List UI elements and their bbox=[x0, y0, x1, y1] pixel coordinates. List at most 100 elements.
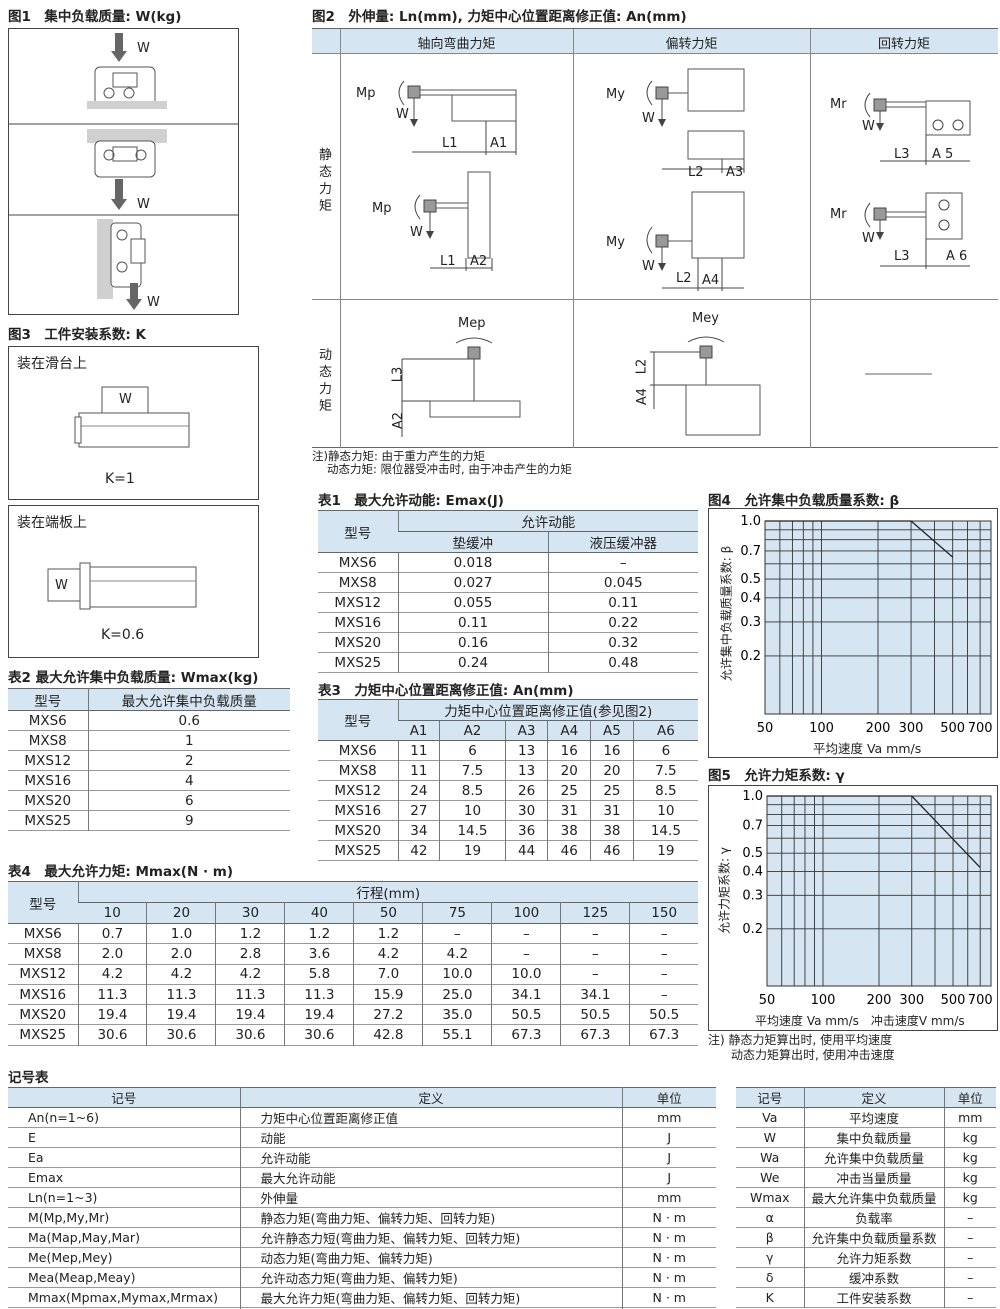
table3-cell: 38 bbox=[547, 820, 591, 841]
lbl-w-6: W bbox=[862, 231, 875, 246]
sym1-cell: 动能 bbox=[239, 1127, 622, 1148]
table4-cell: 19.4 bbox=[77, 1004, 147, 1025]
sym2-cell: 冲击当量质量 bbox=[803, 1167, 944, 1188]
sym1-cell: Ea bbox=[28, 1150, 44, 1165]
table3-cell: 31 bbox=[590, 800, 634, 821]
table4-cell: – bbox=[491, 943, 561, 965]
table4-h-group: 行程(mm) bbox=[77, 881, 698, 903]
table4-cell: 4.2 bbox=[422, 943, 492, 965]
sym1-cell: 冲击速度 bbox=[239, 1307, 622, 1309]
sym1-cell: mm bbox=[621, 1187, 716, 1208]
sym1-cell: 允许动能 bbox=[239, 1147, 622, 1168]
table4-cell: 1.2 bbox=[284, 923, 354, 944]
table3-cell: 27 bbox=[397, 800, 440, 821]
lbl-a3: A3 bbox=[726, 165, 744, 180]
table2-cell: MXS12 bbox=[24, 752, 72, 769]
table4-cell: 2.0 bbox=[146, 943, 216, 965]
fig3-w1: W bbox=[119, 392, 132, 407]
table3-cell: 11 bbox=[397, 760, 440, 781]
table4-cell: 11.3 bbox=[77, 984, 147, 1005]
fig4-ylabel: 允许集中负载质量系数: β bbox=[719, 545, 734, 682]
table4-cell: 1.2 bbox=[215, 923, 285, 944]
sym1-cell: 允许动态力矩(弯曲力矩、偏转力矩) bbox=[239, 1267, 622, 1288]
table1-cell: 0.055 bbox=[397, 592, 548, 613]
sym1-col-header: 记号 bbox=[8, 1087, 240, 1108]
table4-cell: 19.4 bbox=[146, 1004, 216, 1025]
table4-cell: – bbox=[560, 943, 630, 965]
sym1-cell: 外伸量 bbox=[239, 1187, 622, 1208]
table3-cell: 11 bbox=[397, 740, 440, 761]
lbl-my-1: My bbox=[606, 87, 625, 102]
sym2-cell: γ bbox=[766, 1250, 774, 1265]
table3-cell: 26 bbox=[504, 780, 548, 801]
sym2-cell: 允许集中负载质量系数 bbox=[803, 1227, 944, 1248]
table4-cell: 27.2 bbox=[353, 1004, 423, 1025]
table4-cell: – bbox=[629, 984, 698, 1005]
y-tick-label: 0.5 bbox=[740, 572, 761, 587]
sym2-cell: 允许集中负载质量 bbox=[803, 1147, 944, 1168]
series-line bbox=[765, 520, 954, 558]
table1-cell: MXS25 bbox=[334, 654, 382, 671]
fig3-panel-2: 装在端板上 W K=0.6 bbox=[8, 505, 259, 658]
sym1-row: V冲击速度mm/s bbox=[8, 1307, 716, 1309]
fig3-w2: W bbox=[55, 578, 68, 593]
table4-cell: MXS25 bbox=[19, 1027, 67, 1044]
sym2-cell: We bbox=[760, 1170, 780, 1185]
table4-cell: 10.0 bbox=[491, 964, 561, 985]
lbl-my-2: My bbox=[606, 235, 625, 250]
table1-cell: 0.32 bbox=[547, 632, 698, 653]
table1-cell: 0.11 bbox=[547, 592, 698, 613]
lbl-w-4: W bbox=[642, 259, 655, 274]
table3-cell: 25 bbox=[547, 780, 591, 801]
sym2-cell: kg bbox=[943, 1127, 996, 1148]
table4-cell: 3.6 bbox=[284, 943, 354, 965]
sym2-cell: – bbox=[943, 1287, 996, 1308]
lbl-a4-1: A4 bbox=[702, 273, 720, 288]
fig3-k2: K=0.6 bbox=[101, 627, 145, 643]
table1-cell: MXS12 bbox=[334, 594, 382, 611]
table3-h-group: 力矩中心位置距离修正值(参见图2) bbox=[397, 699, 698, 721]
table4-cell: 1.0 bbox=[146, 923, 216, 944]
sym2-col-header: 记号 bbox=[736, 1087, 804, 1108]
y-tick-label: 0.5 bbox=[742, 846, 763, 861]
table3-col-header: A6 bbox=[632, 720, 698, 741]
sym1-cell: mm bbox=[621, 1107, 716, 1128]
lbl-l3-1: L3 bbox=[894, 147, 910, 162]
table3-cell: 20 bbox=[547, 760, 591, 781]
fig2-row-static: 静态力矩 bbox=[319, 148, 333, 214]
table4-cell: 2.8 bbox=[215, 943, 285, 965]
sym2-cell: 缓冲系数 bbox=[803, 1267, 944, 1288]
table3-cell: 7.5 bbox=[632, 760, 698, 781]
lbl-a4-dyn: A4 bbox=[635, 387, 651, 406]
sym2-cell: kg bbox=[943, 1167, 996, 1188]
table1-cell: 0.11 bbox=[397, 612, 548, 633]
sym1-cell: An(n=1~6) bbox=[28, 1110, 100, 1125]
lbl-l1-2: L1 bbox=[440, 254, 456, 269]
table4-col-header: 125 bbox=[560, 902, 630, 924]
table4-cell: – bbox=[560, 964, 630, 985]
sym1-cell: mm/s bbox=[621, 1307, 716, 1309]
table1-cell: MXS16 bbox=[334, 614, 382, 631]
y-tick-label: 0.2 bbox=[740, 649, 761, 664]
sym1-row: M(Mp,My,Mr)静态力矩(弯曲力矩、偏转力矩、回转力矩)N · m bbox=[8, 1207, 716, 1228]
table4-cell: 19.4 bbox=[284, 1004, 354, 1025]
lbl-l2-dyn: L2 bbox=[634, 358, 650, 375]
x-tick-label: 500 bbox=[941, 993, 966, 1008]
y-tick-label: 1.0 bbox=[740, 514, 761, 529]
sym1-row: Mea(Meap,Meay)允许动态力矩(弯曲力矩、偏转力矩)N · m bbox=[8, 1267, 716, 1288]
table3-cell: 46 bbox=[590, 840, 634, 861]
table3-cell: 25 bbox=[590, 780, 634, 801]
table4-cell: – bbox=[422, 923, 492, 944]
